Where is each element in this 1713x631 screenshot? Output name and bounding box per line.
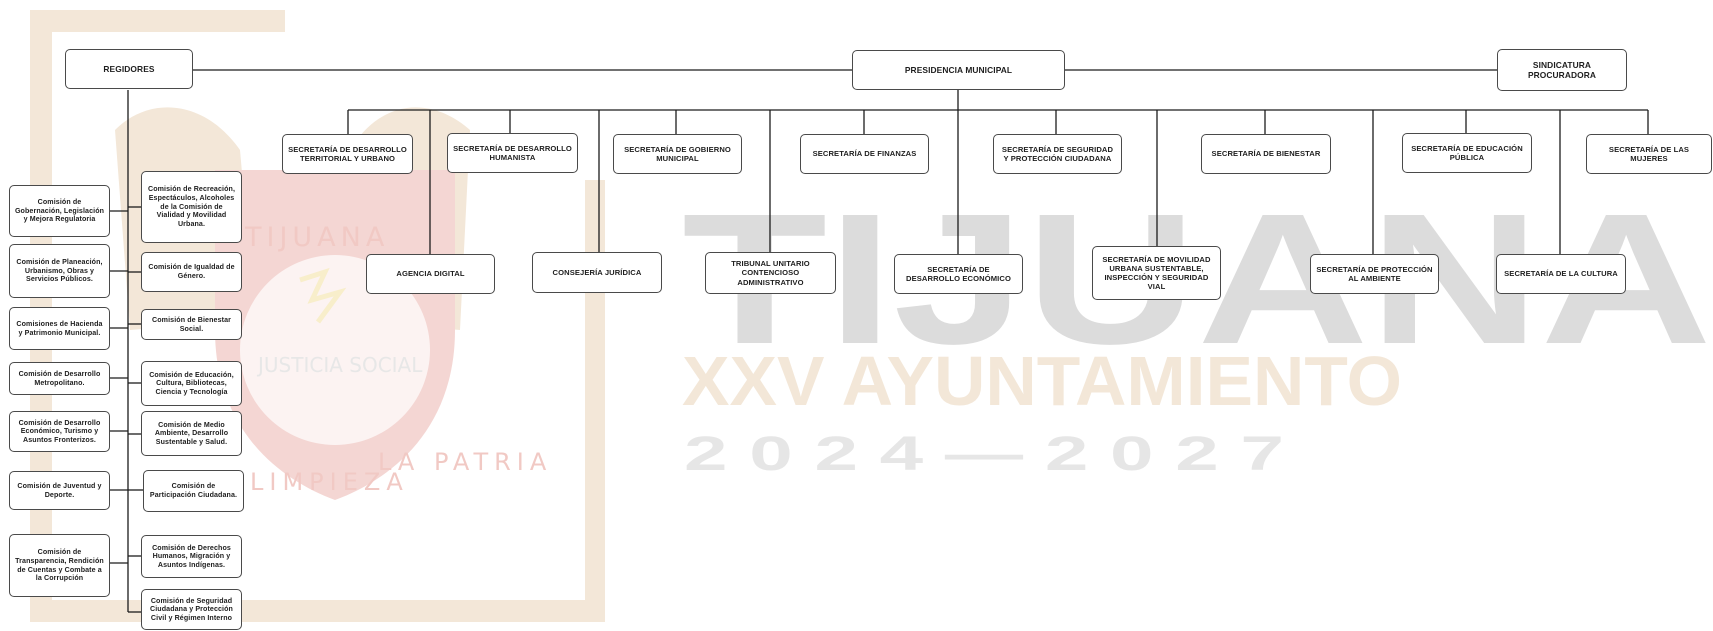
node-tribunal: TRIBUNAL UNITARIO CONTENCIOSO ADMINISTRA… <box>705 252 836 294</box>
comision-desarrollo-economico: Comisión de Desarrollo Económico, Turism… <box>9 411 110 452</box>
years-text: 2 0 2 4 — 2 0 2 7 <box>684 428 1284 481</box>
node-sec-mujeres: SECRETARÍA DE LAS MUJERES <box>1586 134 1712 174</box>
comision-educacion: Comisión de Educación, Cultura, Bibliote… <box>141 361 242 406</box>
comision-desarrollo-metropolitano: Comisión de Desarrollo Metropolitano. <box>9 362 110 395</box>
logo-word: TIJUANA <box>244 222 389 253</box>
node-sec-cultura: SECRETARÍA DE LA CULTURA <box>1496 254 1626 294</box>
comision-juventud-deporte: Comisión de Juventud y Deporte. <box>9 471 110 510</box>
comision-igualdad-genero: Comisión de Igualdad de Género. <box>141 252 242 292</box>
node-sec-proteccion-ambiente: SECRETARÍA DE PROTECCIÓN AL AMBIENTE <box>1310 254 1439 294</box>
comision-bienestar-social: Comisión de Bienestar Social. <box>141 309 242 340</box>
logo-ring-right: LA PATRIA <box>378 448 552 476</box>
node-sindicatura-procuradora: SINDICATURA PROCURADORA <box>1497 49 1627 91</box>
comision-participacion-ciudadana: Comisión de Participación Ciudadana. <box>143 470 244 512</box>
comision-seguridad-ciudadana: Comisión de Seguridad Ciudadana y Protec… <box>141 589 242 630</box>
logo-ring-left: LIMPIEZA <box>250 468 409 496</box>
comision-hacienda: Comisiones de Hacienda y Patrimonio Muni… <box>9 307 110 350</box>
lightning-shape <box>299 267 347 324</box>
node-sec-bienestar: SECRETARÍA DE BIENESTAR <box>1201 134 1331 174</box>
comision-derechos-humanos: Comisión de Derechos Humanos, Migración … <box>141 535 242 578</box>
node-sec-desarrollo-economico: SECRETARÍA DE DESARROLLO ECONÓMICO <box>894 254 1023 294</box>
node-sec-gobierno: SECRETARÍA DE GOBIERNO MUNICIPAL <box>613 134 742 174</box>
node-sec-seguridad: SECRETARÍA DE SEGURIDAD Y PROTECCIÓN CIU… <box>993 134 1122 174</box>
ayuntamiento-text: XXV AYUNTAMIENTO <box>682 342 1402 420</box>
comision-recreacion: Comisión de Recreación, Espectáculos, Al… <box>141 171 242 243</box>
comision-planeacion: Comisión de Planeación, Urbanismo, Obras… <box>9 244 110 298</box>
node-regidores: REGIDORES <box>65 49 193 89</box>
node-presidencia-municipal: PRESIDENCIA MUNICIPAL <box>852 50 1065 90</box>
logo-motto: JUSTICIA SOCIAL <box>256 353 423 377</box>
node-sec-desarrollo-territorial: SECRETARÍA DE DESARROLLO TERRITORIAL Y U… <box>282 134 413 174</box>
node-sec-educacion: SECRETARÍA DE EDUCACIÓN PÚBLICA <box>1402 133 1532 173</box>
node-sec-desarrollo-humanista: SECRETARÍA DE DESARROLLO HUMANISTA <box>447 133 578 173</box>
comision-medio-ambiente: Comisión de Medio Ambiente, Desarrollo S… <box>141 411 242 456</box>
node-sec-finanzas: SECRETARÍA DE FINANZAS <box>800 134 929 174</box>
node-agencia-digital: AGENCIA DIGITAL <box>366 254 495 294</box>
node-sec-movilidad: SECRETARÍA DE MOVILIDAD URBANA SUSTENTAB… <box>1092 246 1221 300</box>
comision-gobernacion: Comisión de Gobernación, Legislación y M… <box>9 185 110 237</box>
comision-transparencia: Comisión de Transparencia, Rendición de … <box>9 534 110 597</box>
shield-inner-circle <box>240 255 430 445</box>
node-consejeria-juridica: CONSEJERÍA JURÍDICA <box>532 252 662 293</box>
